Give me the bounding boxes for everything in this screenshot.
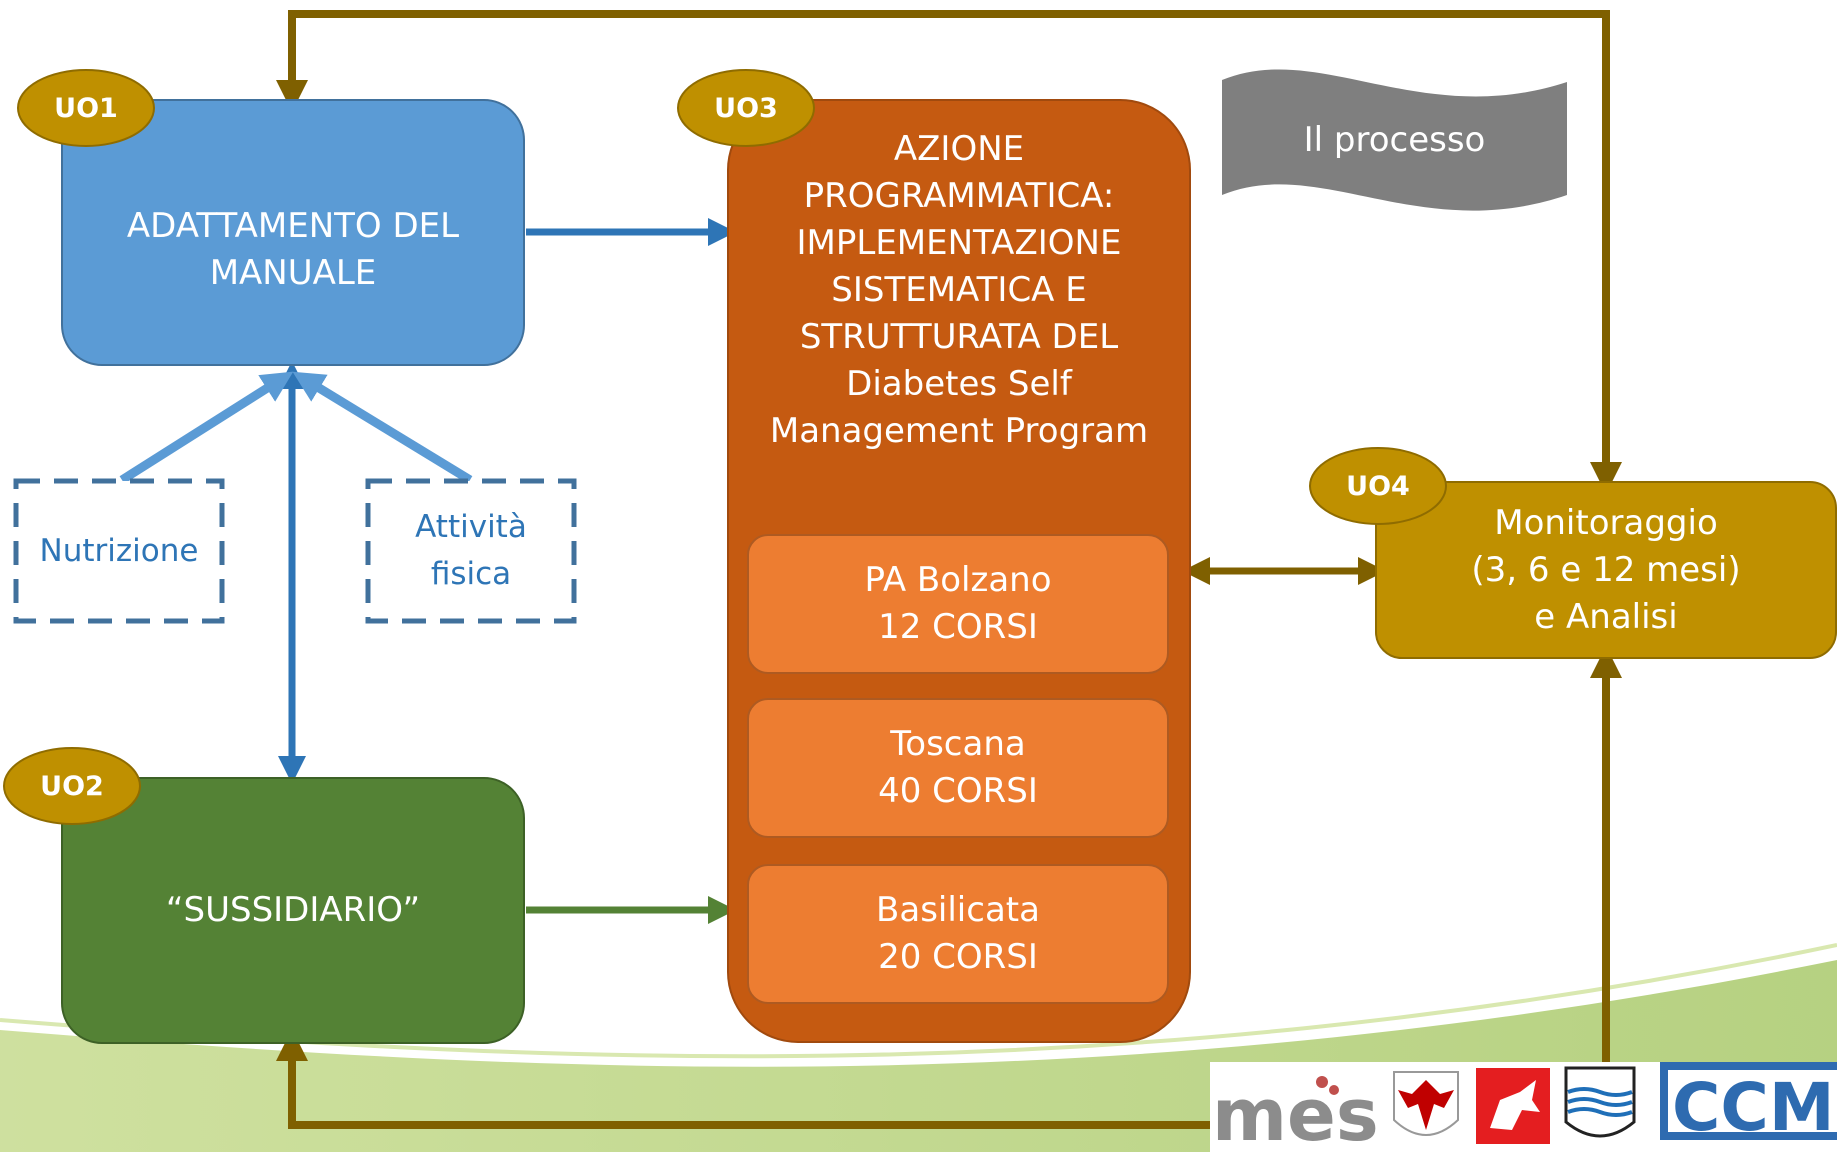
mes-logo: mes — [1212, 1073, 1379, 1152]
bolzano-eagle-emblem — [1393, 1071, 1459, 1136]
uo4-box-label: Monitoraggio (3, 6 e 12 mesi) e Analisi — [1471, 502, 1741, 637]
uo2-box — [61, 777, 525, 1044]
uo2-badge-label: UO2 — [40, 770, 104, 802]
banner-title: Il processo — [1303, 120, 1486, 160]
nutrizione-box — [13, 478, 225, 624]
course-box-basilicata — [747, 864, 1169, 1004]
uo1-box — [61, 99, 525, 366]
uo1-badge — [17, 69, 155, 147]
uo1-box-label: ADATTAMENTO DEL MANUALE — [126, 206, 460, 293]
uo3-badge-label: UO3 — [714, 92, 778, 124]
uo1-badge-label: UO1 — [54, 92, 118, 124]
toscana-pegasus-emblem — [1476, 1068, 1550, 1144]
ccm-logo: CCM — [1660, 1062, 1837, 1146]
uo2-badge — [3, 747, 141, 825]
uo2-box-label: “SUSSIDIARIO” — [165, 889, 421, 930]
uo4-box — [1375, 481, 1837, 659]
course-box-bolzano — [747, 534, 1169, 674]
arrow-loop-top — [276, 10, 1622, 494]
basilicata-waves-emblem — [1564, 1066, 1636, 1138]
arrow-loop-bottom — [276, 646, 1622, 1129]
course-label-toscana: Toscana 40 CORSI — [878, 724, 1038, 811]
mes-logo-text: mes — [1212, 1073, 1379, 1152]
arrow-attivita-uo1 — [292, 371, 473, 484]
ccm-logo-text: CCM — [1672, 1069, 1835, 1146]
uo3-badge — [677, 69, 815, 147]
course-box-toscana — [747, 698, 1169, 838]
attivita-fisica-label: Attività fisica — [415, 509, 527, 592]
attivita-box — [365, 478, 577, 624]
uo4-badge — [1309, 447, 1447, 525]
uo4-badge-label: UO4 — [1346, 470, 1410, 502]
uo3-box-label: AZIONE PROGRAMMATICA: IMPLEMENTAZIONE SI… — [769, 128, 1149, 451]
course-label-bolzano: PA Bolzano 12 CORSI — [864, 560, 1052, 647]
course-label-basilicata: Basilicata 20 CORSI — [876, 890, 1040, 977]
nutrizione-label: Nutrizione — [39, 532, 199, 569]
arrow-nutrizione-uo1 — [119, 371, 294, 484]
